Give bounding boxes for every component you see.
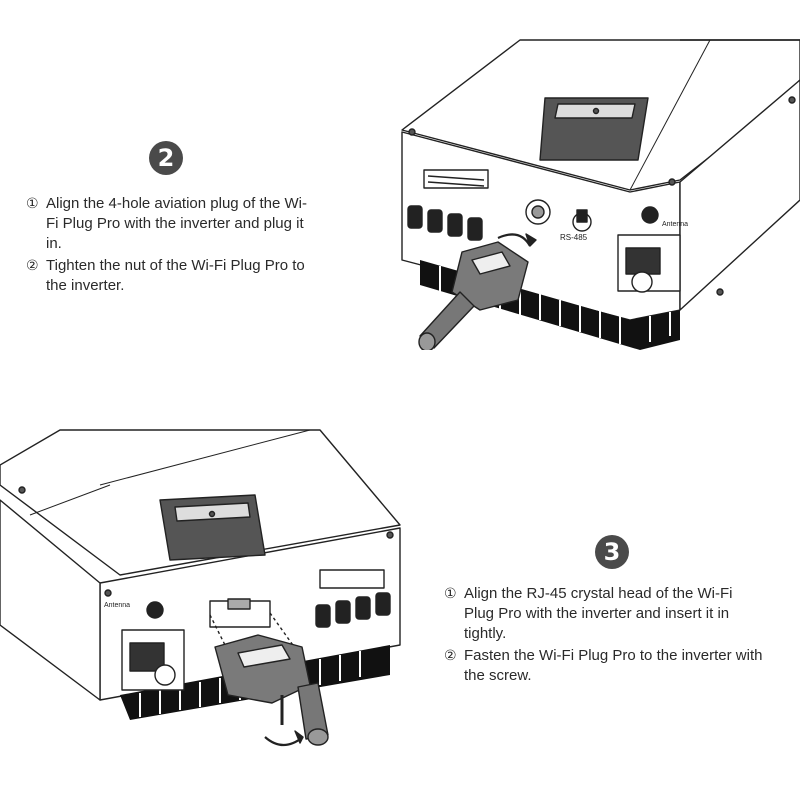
step-3-item-2-marker: ② [444, 648, 457, 664]
step-2-inverter-illustration: RS-485 Antenna [401, 39, 800, 350]
step-2-item-2: ② Tighten the nut of the Wi-Fi Plug Pro … [26, 256, 316, 296]
step-3-antenna-label: Antenna [104, 602, 130, 609]
step-2-item-1: ① Align the 4-hole aviation plug of the … [26, 194, 316, 254]
step-2-item-1-marker: ① [26, 196, 39, 212]
step-3-item-1: ① Align the RJ-45 crystal head of the Wi… [444, 584, 764, 644]
step-2-item-2-marker: ② [26, 258, 39, 274]
step-2-instructions: ① Align the 4-hole aviation plug of the … [26, 194, 316, 296]
step-3-item-2-text: Fasten the Wi-Fi Plug Pro to the inverte… [464, 647, 763, 684]
step-3-instructions: ① Align the RJ-45 crystal head of the Wi… [444, 584, 764, 686]
step-2-number: 2 [149, 141, 183, 175]
step-3-item-2: ② Fasten the Wi-Fi Plug Pro to the inver… [444, 646, 764, 686]
step-3-number: 3 [595, 535, 629, 569]
step-2-rs485-label: RS-485 [560, 233, 588, 242]
step-3-item-1-marker: ① [444, 586, 457, 602]
step-2-antenna-label: Antenna [662, 221, 688, 228]
step-2-item-2-text: Tighten the nut of the Wi-Fi Plug Pro to… [46, 257, 305, 294]
step-3-inverter-illustration: Antenna [0, 429, 401, 747]
step-2-item-1-text: Align the 4-hole aviation plug of the Wi… [46, 195, 307, 252]
step-3-item-1-text: Align the RJ-45 crystal head of the Wi-F… [464, 585, 733, 642]
